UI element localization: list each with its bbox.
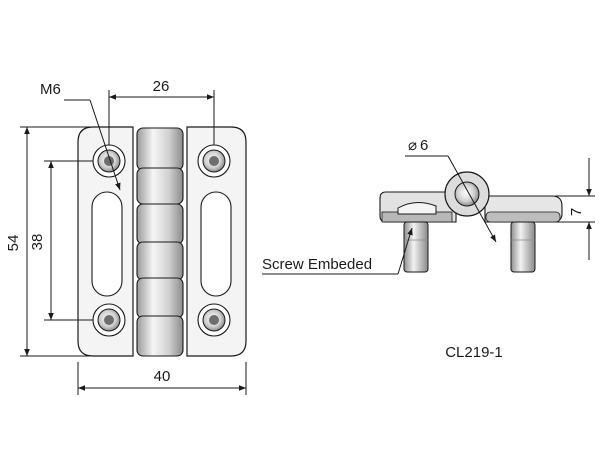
hinge-side-view xyxy=(379,171,563,273)
knuckle-segment xyxy=(136,167,184,205)
screw-hole xyxy=(197,144,231,178)
knuckle-column xyxy=(136,127,184,357)
knuckle-segment xyxy=(136,241,184,281)
screw-hole xyxy=(92,144,126,178)
right-flange-face xyxy=(485,211,561,223)
side-thickness-label: 7 xyxy=(568,208,585,216)
pin-diameter-label: ⌀6 xyxy=(408,137,428,154)
left-slot xyxy=(91,191,123,297)
model-number: CL219-1 xyxy=(445,344,503,361)
knuckle-segment xyxy=(136,315,184,357)
thread-label: M6 xyxy=(40,81,61,98)
left-stud xyxy=(403,221,429,273)
hinge-front-view xyxy=(77,126,247,357)
overall-width-label: 40 xyxy=(154,368,171,385)
knuckle-segment xyxy=(136,277,184,319)
pin-spacing-label: 26 xyxy=(153,78,170,95)
right-stud xyxy=(510,221,536,273)
diameter-symbol: ⌀ xyxy=(408,137,417,154)
side-dimensions xyxy=(262,155,595,275)
knuckle-segment xyxy=(136,203,184,245)
knuckle-segment xyxy=(136,127,184,171)
pin-diameter-value: 6 xyxy=(420,137,428,154)
screw-callout-label: Screw Embeded xyxy=(262,256,372,273)
screw-hole xyxy=(92,303,126,337)
embedded-screw-head xyxy=(397,202,437,215)
front-dimensions xyxy=(20,90,247,395)
hole-spacing-label: 38 xyxy=(29,234,46,251)
screw-hole xyxy=(197,303,231,337)
side-pin-hole xyxy=(454,181,480,207)
overall-height-label: 54 xyxy=(5,235,22,252)
right-slot xyxy=(200,191,232,297)
